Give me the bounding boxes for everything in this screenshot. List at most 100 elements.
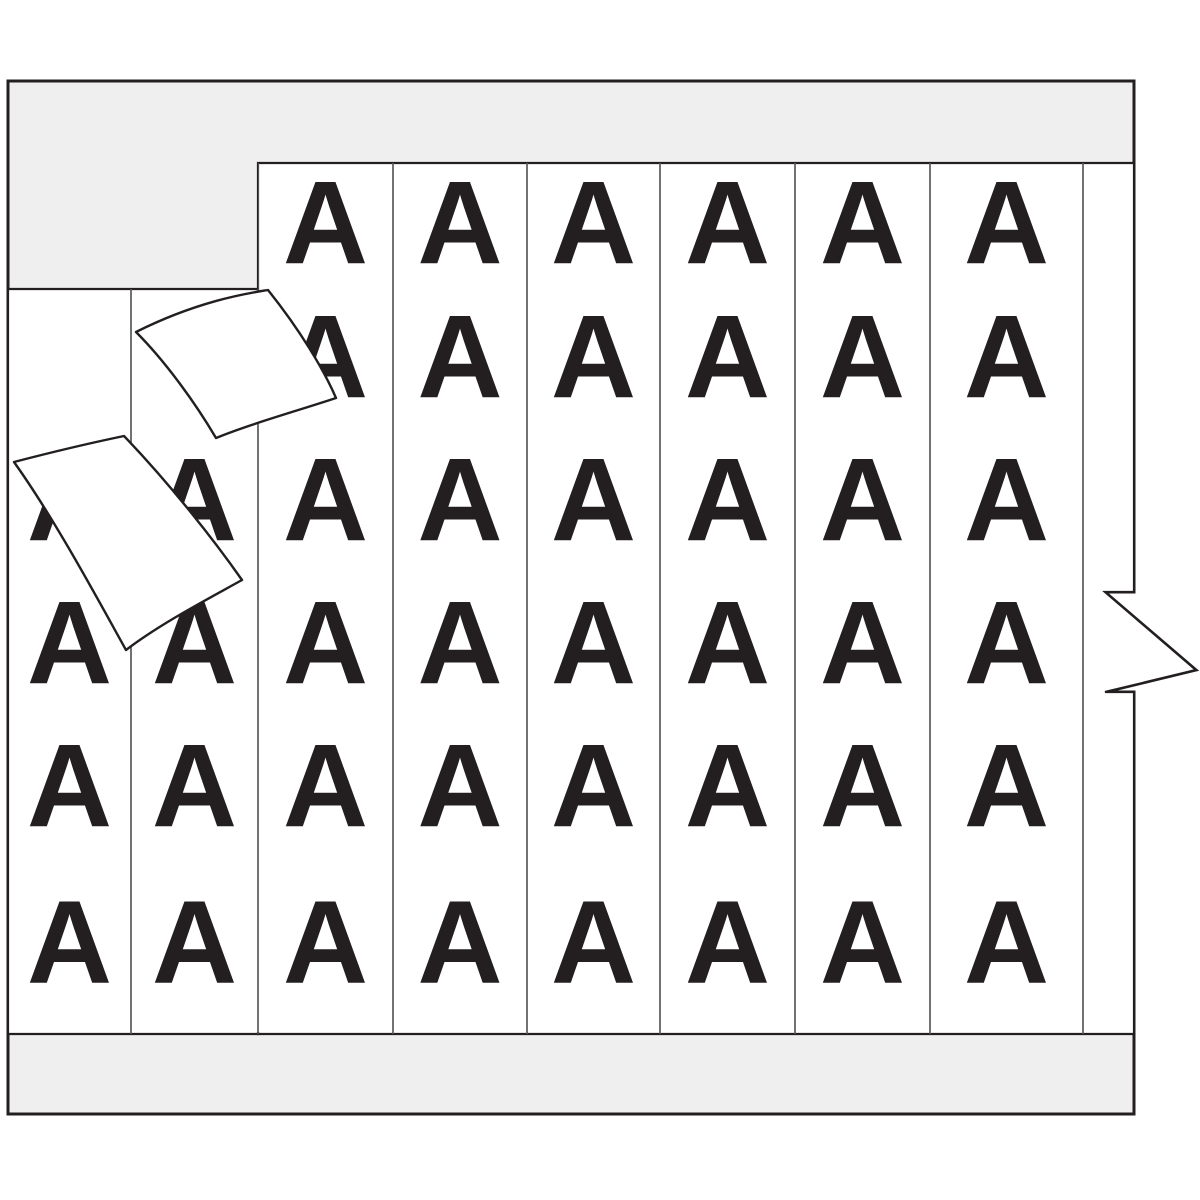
label-cell-row-1-col-9[interactable] xyxy=(1083,163,1134,289)
label-cell-row-3-col-8[interactable] xyxy=(930,432,1083,575)
label-cell-row-1-col-5[interactable] xyxy=(527,163,660,289)
label-character-row-5-col-8: A xyxy=(964,720,1049,852)
label-character-row-6-col-8: A xyxy=(964,877,1049,1009)
label-cell-row-4-col-8[interactable] xyxy=(930,575,1083,718)
label-cell-row-2-col-2[interactable] xyxy=(131,289,258,432)
label-cell-row-3-col-5[interactable] xyxy=(527,432,660,575)
peeled-label-lower[interactable] xyxy=(12,434,244,652)
label-character-row-2-col-7: A xyxy=(820,291,905,423)
label-cell-row-1-col-3[interactable] xyxy=(258,163,393,289)
label-cell-row-6-col-6[interactable] xyxy=(660,861,795,1034)
label-cell-row-2-col-4[interactable] xyxy=(393,289,527,432)
label-character-row-1-col-8: A xyxy=(964,157,1049,289)
label-field xyxy=(6,161,1199,1036)
label-cell-row-4-col-2[interactable] xyxy=(131,575,258,718)
label-character-row-2-col-6: A xyxy=(685,291,770,423)
label-cell-row-4-col-3[interactable] xyxy=(258,575,393,718)
label-character-row-3-col-8: A xyxy=(964,434,1049,566)
label-character-row-5-col-4: A xyxy=(417,720,502,852)
label-cell-row-4-col-6[interactable] xyxy=(660,575,795,718)
label-cell-row-4-col-7[interactable] xyxy=(795,575,930,718)
label-cell-row-4-col-4[interactable] xyxy=(393,575,527,718)
label-character-row-1-col-6: A xyxy=(685,157,770,289)
label-cell-row-6-col-8[interactable] xyxy=(930,861,1083,1034)
label-cell-row-5-col-1[interactable] xyxy=(8,718,131,861)
label-character-row-6-col-4: A xyxy=(417,877,502,1009)
label-cell-row-5-col-9[interactable] xyxy=(1083,718,1134,861)
label-cell-row-4-col-9[interactable] xyxy=(1083,575,1134,718)
label-cell-row-3-col-9[interactable] xyxy=(1083,432,1134,575)
label-cell-row-5-col-8[interactable] xyxy=(930,718,1083,861)
label-cell-row-6-col-2[interactable] xyxy=(131,861,258,1034)
label-character-row-3-col-3: A xyxy=(283,434,368,566)
label-character-row-3-col-4: A xyxy=(417,434,502,566)
label-character-row-5-col-7: A xyxy=(820,720,905,852)
label-character-row-5-col-5: A xyxy=(551,720,636,852)
label-cell-row-1-col-4[interactable] xyxy=(393,163,527,289)
label-character-row-5-col-6: A xyxy=(685,720,770,852)
label-character-row-4-col-7: A xyxy=(820,577,905,709)
label-character-row-4-col-3: A xyxy=(283,577,368,709)
label-cell-row-3-col-7[interactable] xyxy=(795,432,930,575)
label-cell-row-3-col-1[interactable] xyxy=(8,432,131,575)
label-character-row-6-col-3: A xyxy=(283,877,368,1009)
label-cell-row-4-col-5[interactable] xyxy=(527,575,660,718)
label-character-row-4-col-8: A xyxy=(964,577,1049,709)
label-character-row-1-col-4: A xyxy=(417,157,502,289)
label-character-row-1-col-7: A xyxy=(820,157,905,289)
label-cell-row-3-col-6[interactable] xyxy=(660,432,795,575)
label-character-row-4-col-4: A xyxy=(417,577,502,709)
label-character-row-1-col-5: A xyxy=(551,157,636,289)
label-character-row-6-col-7: A xyxy=(820,877,905,1009)
label-cell-row-1-col-1[interactable] xyxy=(8,163,131,289)
peeled-labels[interactable] xyxy=(12,288,338,652)
label-cell-row-3-col-3[interactable] xyxy=(258,432,393,575)
label-cell-row-5-col-7[interactable] xyxy=(795,718,930,861)
label-cell-row-5-col-2[interactable] xyxy=(131,718,258,861)
label-field-main xyxy=(256,161,1199,1036)
label-cell-row-6-col-9[interactable] xyxy=(1083,861,1134,1034)
label-cell-row-1-col-6[interactable] xyxy=(660,163,795,289)
label-cell-row-2-col-1[interactable] xyxy=(8,289,131,432)
label-cell-row-6-col-3[interactable] xyxy=(258,861,393,1034)
label-cell-row-3-col-2[interactable] xyxy=(131,432,258,575)
label-cell-row-5-col-3[interactable] xyxy=(258,718,393,861)
label-character-row-4-col-5: A xyxy=(551,577,636,709)
label-cell-row-6-col-5[interactable] xyxy=(527,861,660,1034)
label-cell-row-2-col-8[interactable] xyxy=(930,289,1083,432)
label-character-row-3-col-6: A xyxy=(685,434,770,566)
label-cell-row-6-col-4[interactable] xyxy=(393,861,527,1034)
label-character-row-2-col-8: A xyxy=(964,291,1049,423)
label-cell-row-3-col-4[interactable] xyxy=(393,432,527,575)
label-cell-row-5-col-4[interactable] xyxy=(393,718,527,861)
label-cell-row-5-col-5[interactable] xyxy=(527,718,660,861)
label-character-row-6-col-6: A xyxy=(685,877,770,1009)
label-character-row-4-col-6: A xyxy=(685,577,770,709)
label-cell-row-1-col-8[interactable] xyxy=(930,163,1083,289)
label-cell-row-1-col-7[interactable] xyxy=(795,163,930,289)
label-cell-row-4-col-1[interactable] xyxy=(8,575,131,718)
label-cell-row-2-col-3[interactable] xyxy=(258,289,393,432)
label-character-row-3-col-5: A xyxy=(551,434,636,566)
label-character-row-6-col-5: A xyxy=(551,877,636,1009)
label-character-row-2-col-4: A xyxy=(417,291,502,423)
label-character-row-1-col-3: A xyxy=(283,157,368,289)
label-character-row-6-col-2: A xyxy=(152,877,237,1009)
label-cell-row-2-col-6[interactable] xyxy=(660,289,795,432)
label-cell-row-6-col-7[interactable] xyxy=(795,861,930,1034)
label-character-row-5-col-3: A xyxy=(283,720,368,852)
label-cell-row-1-col-2[interactable] xyxy=(131,163,258,289)
label-cell-row-2-col-7[interactable] xyxy=(795,289,930,432)
label-cell-row-5-col-6[interactable] xyxy=(660,718,795,861)
label-character-row-2-col-5: A xyxy=(551,291,636,423)
label-character-row-5-col-1: A xyxy=(27,720,112,852)
label-character-row-6-col-1: A xyxy=(27,877,112,1009)
peeled-label-upper[interactable] xyxy=(134,288,338,440)
label-cell-row-2-col-5[interactable] xyxy=(527,289,660,432)
label-character-row-3-col-7: A xyxy=(820,434,905,566)
label-cell-row-2-col-9[interactable] xyxy=(1083,289,1134,432)
label-cell-row-6-col-1[interactable] xyxy=(8,861,131,1034)
